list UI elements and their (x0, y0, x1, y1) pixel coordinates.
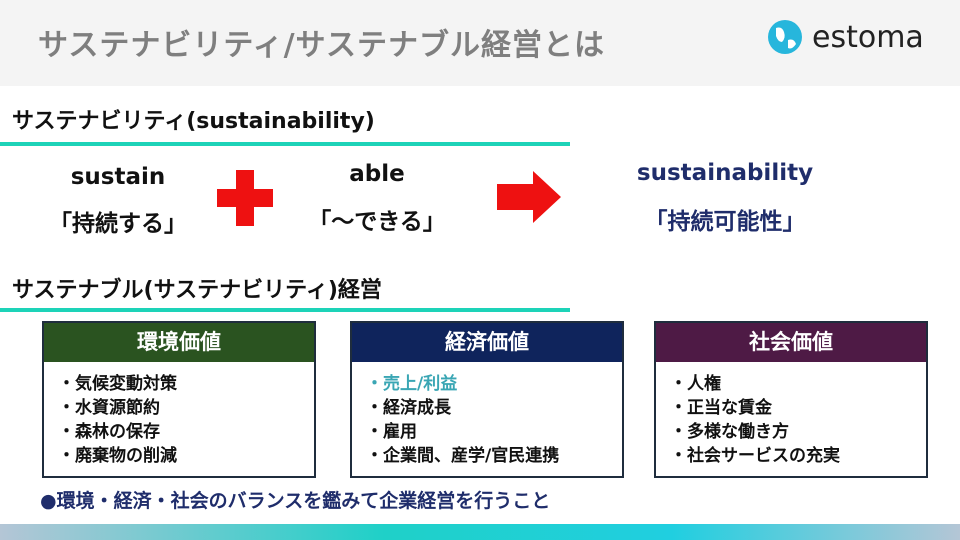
section-heading-sustainability: サステナビリティ(sustainability) (12, 109, 375, 134)
arrow-right-icon (497, 171, 561, 223)
value-box-environment: 環境価値 ・気候変動対策・水資源節約・森林の保存・廃棄物の削減 (42, 321, 316, 478)
list-item: ・廃棄物の削減 (58, 446, 177, 466)
word-able-ja: 「～できる」 (308, 209, 446, 235)
heading-underline (0, 308, 570, 312)
box-title: 環境価値 (44, 323, 314, 362)
box-title: 社会価値 (656, 323, 926, 362)
word-sustain: sustain (70, 164, 166, 190)
list-item: ・雇用 (366, 422, 417, 442)
list-item: ・社会サービスの充実 (670, 446, 840, 466)
list-item: ・多様な働き方 (670, 422, 789, 442)
list-item: ・正当な賃金 (670, 398, 772, 418)
section-heading-management: サステナブル(サステナビリティ)経営 (12, 278, 382, 303)
plus-icon (217, 170, 273, 226)
list-item: ・水資源節約 (58, 398, 160, 418)
page-title: サステナビリティ/サステナブル経営とは (38, 28, 605, 63)
list-item: ・森林の保存 (58, 422, 160, 442)
conclusion-text: ●環境・経済・社会のバランスを鑑みて企業経営を行うこと (40, 490, 551, 512)
globe-icon (768, 20, 802, 54)
word-sustainability: sustainability (636, 160, 814, 186)
box-title: 経済価値 (352, 323, 622, 362)
logo: estoma (766, 18, 924, 56)
word-sustainability-ja: 「持続可能性」 (644, 209, 806, 235)
list-item: ・企業間、産学/官民連携 (366, 446, 560, 466)
word-able: able (349, 161, 405, 187)
value-box-social: 社会価値 ・人権・正当な賃金・多様な働き方・社会サービスの充実 (654, 321, 928, 478)
list-item: ・売上/利益 (366, 374, 458, 394)
value-box-economic: 経済価値 ・売上/利益・経済成長・雇用・企業間、産学/官民連携 (350, 321, 624, 478)
list-item: ・人権 (670, 374, 721, 394)
footer-gradient-bar (0, 524, 960, 540)
heading-underline (0, 142, 570, 146)
list-item: ・経済成長 (366, 398, 451, 418)
word-sustain-ja: 「持続する」 (49, 211, 187, 237)
logo-text: estoma (812, 19, 924, 55)
list-item: ・気候変動対策 (58, 374, 177, 394)
